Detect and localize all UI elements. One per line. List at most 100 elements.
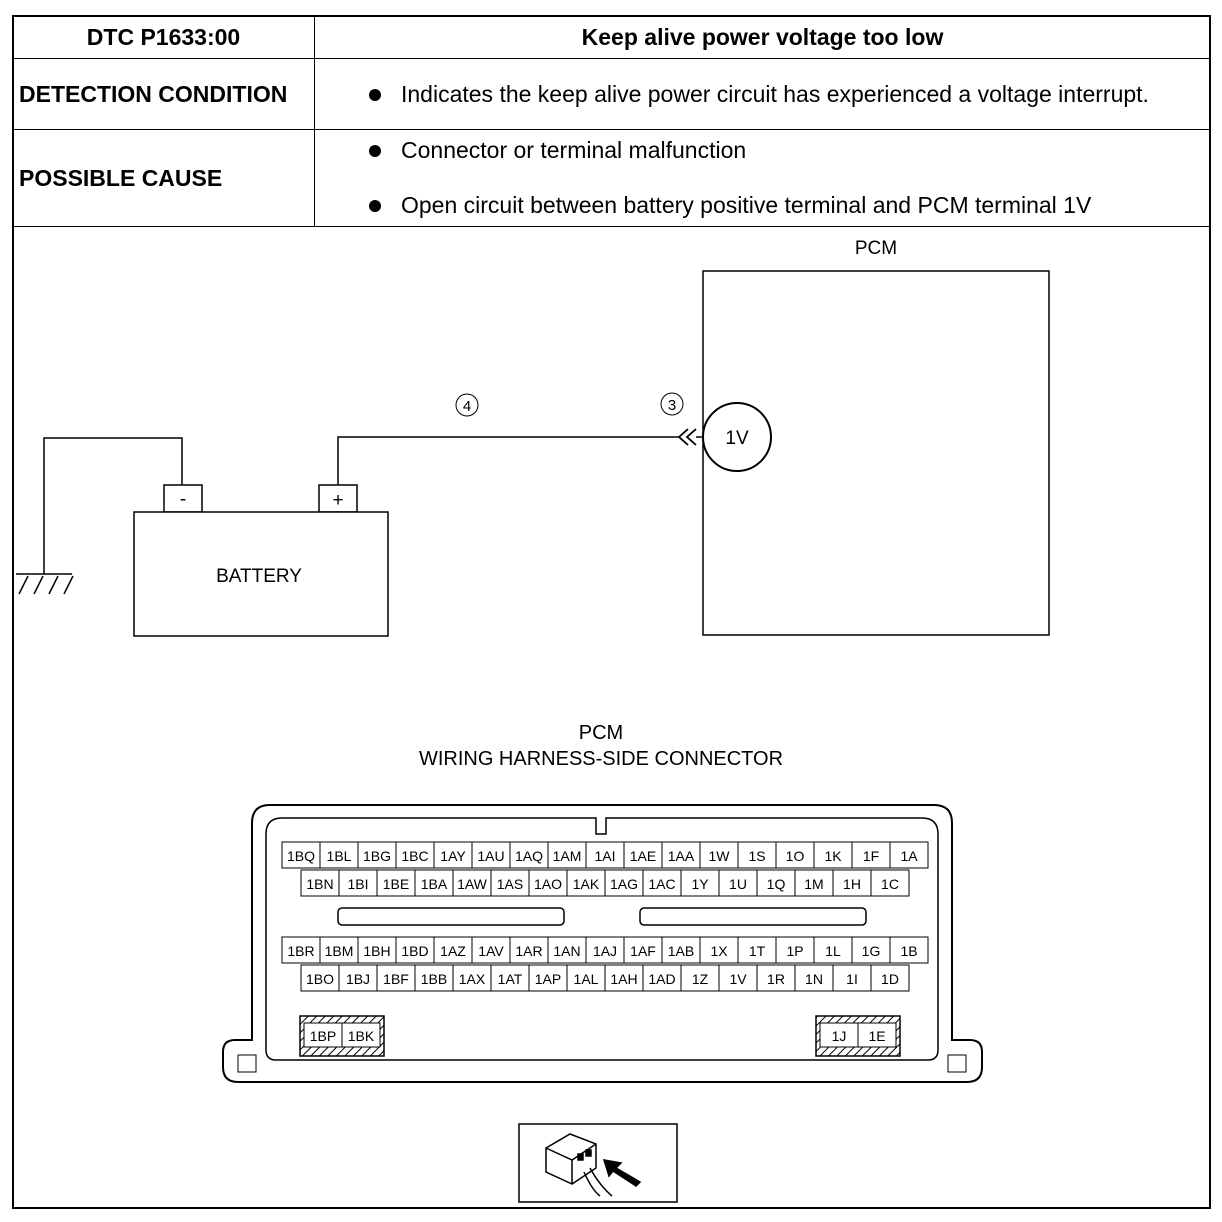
pin-1P: 1P [775,936,815,964]
pin-1AW: 1AW [452,869,492,897]
pin-1N: 1N [794,964,834,992]
pin-1AQ: 1AQ [509,841,549,869]
pin-1AX: 1AX [452,964,492,992]
pin-1AV: 1AV [471,936,511,964]
pin-1AG: 1AG [604,869,644,897]
pin-label: 1AY [440,848,466,864]
connector-title: PCM [579,722,623,744]
pin-label: 1BK [348,1028,375,1044]
pin-1AT: 1AT [490,964,530,992]
pin-label: 1K [824,848,842,864]
pin-1A: 1A [889,841,929,869]
pin-1Q: 1Q [756,869,796,897]
left-latch [237,1054,257,1073]
pin-label: 1AJ [593,943,617,959]
pin-1AF: 1AF [623,936,663,964]
pin-label: 1P [786,943,803,959]
pin-1T: 1T [737,936,777,964]
pin-label: 1T [749,943,766,959]
detection-condition-item: Indicates the keep alive power circuit h… [361,80,1204,109]
pin-label: 1BD [401,943,428,959]
pin-label: 1BM [325,943,354,959]
pin-label: 1M [804,876,823,892]
pin-label: 1S [748,848,765,864]
pin-label: 1AO [534,876,562,892]
pin-label: 1B [900,943,917,959]
pin-label: 1AM [553,848,582,864]
pcm-box [702,270,1050,636]
pin-label: 1A [900,848,918,864]
pin-1AN: 1AN [547,936,587,964]
pin-1R: 1R [756,964,796,992]
ground-wire [43,437,183,574]
pin-1AS: 1AS [490,869,530,897]
connector-subtitle: WIRING HARNESS-SIDE CONNECTOR [419,748,783,770]
pin-1AB: 1AB [661,936,701,964]
pin-label: 1Y [691,876,709,892]
connector-housing-outer [222,804,983,1083]
pin-1BB: 1BB [414,964,454,992]
positive-wire [337,436,680,485]
possible-cause-row: POSSIBLE CAUSE Connector or terminal mal… [12,129,1211,227]
pin-1L: 1L [813,936,853,964]
pin-1AU: 1AU [471,841,511,869]
pin-1W: 1W [699,841,739,869]
pin-label: 1BH [363,943,390,959]
pin-label: 1AI [594,848,615,864]
pin-1M: 1M [794,869,834,897]
callout-wire: 4 [455,393,479,417]
pin-label: 1AK [573,876,600,892]
pin-label: 1H [843,876,861,892]
possible-cause-content: Connector or terminal malfunction Open c… [314,129,1211,227]
pin-1F: 1F [851,841,891,869]
pin-label: 1AP [535,971,561,987]
battery-label: BATTERY [216,566,302,587]
pin-1X: 1X [699,936,739,964]
pin-label: 1BJ [346,971,370,987]
pin-1AD: 1AD [642,964,682,992]
pin-1AE: 1AE [623,841,663,869]
pin-label: 1BO [306,971,334,987]
key-slot-right [639,907,867,926]
detection-condition-content: Indicates the keep alive power circuit h… [314,58,1211,130]
pin-label: 1AT [498,971,523,987]
battery-body [133,511,389,637]
pin-1BP [303,1022,343,1048]
pin-1G: 1G [851,936,891,964]
detection-condition-label: DETECTION CONDITION [12,58,315,130]
pin-label: 1I [846,971,858,987]
pin-label: 1BC [401,848,428,864]
possible-cause-item: Connector or terminal malfunction [361,136,1204,165]
pin-1D: 1D [870,964,910,992]
pin-label: 1G [862,943,881,959]
pin-label: 1V [729,971,747,987]
pcm-label: PCM [855,238,897,259]
key-slot-left [337,907,565,926]
pin-1C: 1C [870,869,910,897]
pin-label: 1R [767,971,785,987]
pin-label: 1AE [630,848,656,864]
pin-1I: 1I [832,964,872,992]
pin-1BR: 1BR [281,936,321,964]
pin-1AI: 1AI [585,841,625,869]
pin-1E [857,1022,897,1048]
pin-1BG: 1BG [357,841,397,869]
pin-label: 1C [881,876,899,892]
pin-1B: 1B [889,936,929,964]
battery-negative-sign: - [180,489,186,510]
pin-1BK [341,1022,381,1048]
pcm-terminal-label: 1V [725,428,749,449]
pin-label: 1N [805,971,823,987]
pin-1AK: 1AK [566,869,606,897]
pin-label: 1AS [497,876,523,892]
pin-1BL: 1BL [319,841,359,869]
pin-1AP: 1AP [528,964,568,992]
connector-symbol [677,428,697,446]
pin-label: 1BQ [287,848,315,864]
detection-condition-row: DETECTION CONDITION Indicates the keep a… [12,58,1211,130]
pin-label: 1AV [478,943,504,959]
pin-1BJ: 1BJ [338,964,378,992]
pin-1AM: 1AM [547,841,587,869]
connector-inspection-icon [518,1123,678,1203]
